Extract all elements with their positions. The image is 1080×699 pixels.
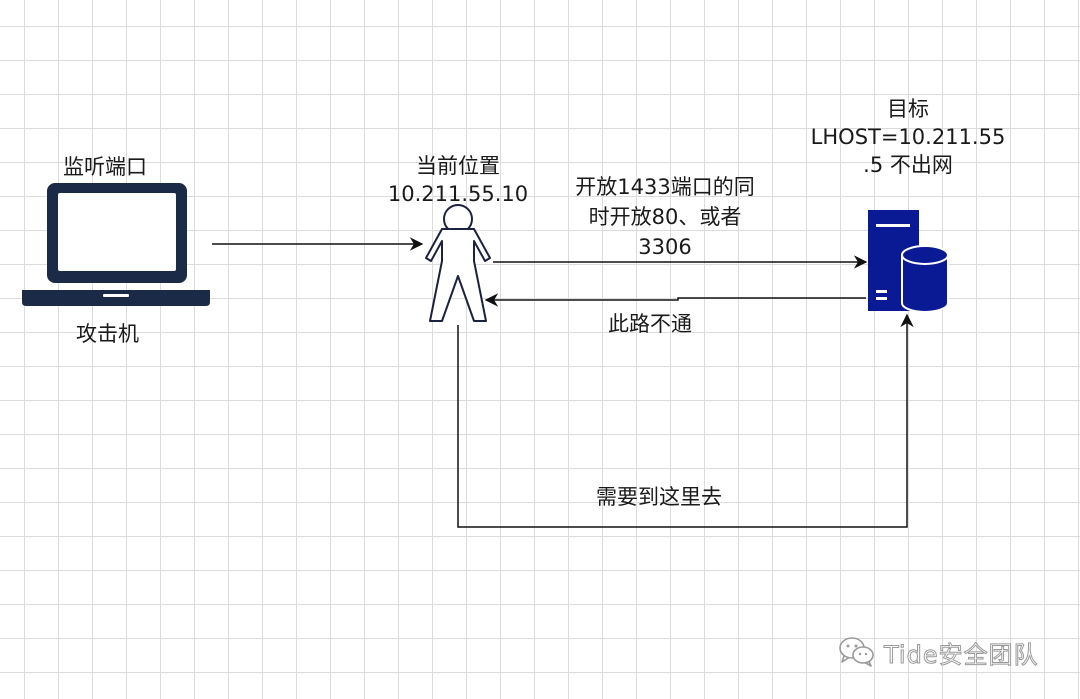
current-position-ip: 10.211.55.10 bbox=[387, 182, 529, 206]
watermark: Tide安全团队 bbox=[838, 634, 1039, 670]
open-ports-line-3: 3306 bbox=[638, 235, 692, 259]
person-icon bbox=[425, 204, 491, 322]
current-position-title: 当前位置 bbox=[416, 154, 500, 178]
attacker-label: 攻击机 bbox=[76, 322, 139, 346]
current-position-label: 当前位置 10.211.55.10 bbox=[358, 152, 558, 208]
watermark-text: Tide安全团队 bbox=[884, 640, 1039, 669]
target-line-3: .5 不出网 bbox=[863, 153, 953, 177]
target-line-2: LHOST=10.211.55 bbox=[810, 125, 1006, 149]
arrow-target-to-current-blocked bbox=[484, 293, 866, 307]
need-go-here-label: 需要到这里去 bbox=[596, 485, 722, 509]
arrow-bottom-route bbox=[457, 313, 914, 528]
laptop-icon bbox=[22, 183, 210, 306]
blocked-route-label: 此路不通 bbox=[608, 312, 692, 336]
target-label: 目标 LHOST=10.211.55 .5 不出网 bbox=[798, 95, 1018, 179]
open-ports-line-2: 时开放80、或者 bbox=[588, 205, 742, 229]
open-ports-label: 开放1433端口的同 时开放80、或者 3306 bbox=[545, 172, 785, 262]
listen-port-label: 监听端口 bbox=[63, 155, 147, 179]
target-line-1: 目标 bbox=[887, 97, 929, 121]
wechat-icon bbox=[839, 637, 874, 667]
server-database-icon bbox=[868, 210, 949, 313]
open-ports-line-1: 开放1433端口的同 bbox=[575, 175, 755, 199]
